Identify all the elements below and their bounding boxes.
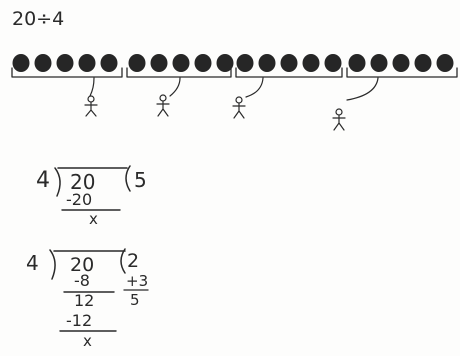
dot-g1-4 [78, 54, 96, 72]
remainder-2: x [83, 332, 92, 350]
division-bracket-2 [49, 249, 56, 280]
dot-g1-3 [56, 54, 74, 72]
long-division-2: 4 20 2 -8 12 +3 5 -12 x [26, 248, 149, 350]
dividend-2: 20 [70, 254, 94, 276]
quotient-paren-2 [120, 248, 126, 274]
person-4-icon [332, 108, 346, 131]
connector-3 [245, 77, 264, 98]
quotient-2: 2 [127, 250, 139, 272]
connector-1 [89, 77, 95, 97]
side-addend: +3 [126, 272, 148, 290]
dot-g1-1 [12, 54, 30, 72]
dot-g2-1 [128, 54, 146, 72]
dot-g1-2 [34, 54, 52, 72]
dot-g4-1 [348, 54, 366, 72]
problem-title: 20÷4 [12, 8, 64, 30]
subtraction-1: -20 [66, 190, 92, 209]
dot-row [12, 54, 454, 72]
bracket-2 [126, 67, 232, 78]
remainder-1: x [89, 210, 98, 228]
bracket-4 [346, 67, 458, 78]
quotient-1: 5 [134, 168, 147, 192]
person-2-icon [156, 94, 170, 117]
connector-4 [346, 77, 379, 101]
dot-g2-3 [172, 54, 190, 72]
dividend-1: 20 [70, 170, 95, 194]
people [84, 77, 379, 131]
dot-g4-3 [392, 54, 410, 72]
long-division-1: 4 20 5 -20 x [36, 165, 147, 228]
subtraction-2a: -8 [74, 271, 90, 290]
person-1-icon [84, 95, 98, 117]
dot-g2-4 [194, 54, 212, 72]
divisor-2: 4 [26, 251, 39, 275]
dot-g3-1 [236, 54, 254, 72]
dot-g4-5 [436, 54, 454, 72]
dot-g3-5 [324, 54, 342, 72]
dot-g2-5 [216, 54, 234, 72]
subtraction-2b: -12 [66, 311, 92, 330]
dot-g2-2 [150, 54, 168, 72]
connector-2 [169, 77, 181, 97]
divisor-1: 4 [36, 168, 50, 193]
dot-g1-5 [100, 54, 118, 72]
dot-g4-2 [370, 54, 388, 72]
dot-g3-2 [258, 54, 276, 72]
bracket-1 [11, 67, 123, 78]
quotient-paren-1 [125, 165, 131, 192]
person-3-icon [232, 96, 246, 119]
dot-g3-3 [280, 54, 298, 72]
bracket-3 [235, 67, 343, 78]
side-total: 5 [130, 291, 140, 309]
division-bracket-1 [54, 167, 61, 197]
partial-difference: 12 [74, 291, 94, 310]
group-brackets [11, 67, 458, 78]
dot-g4-4 [414, 54, 432, 72]
dot-g3-4 [302, 54, 320, 72]
